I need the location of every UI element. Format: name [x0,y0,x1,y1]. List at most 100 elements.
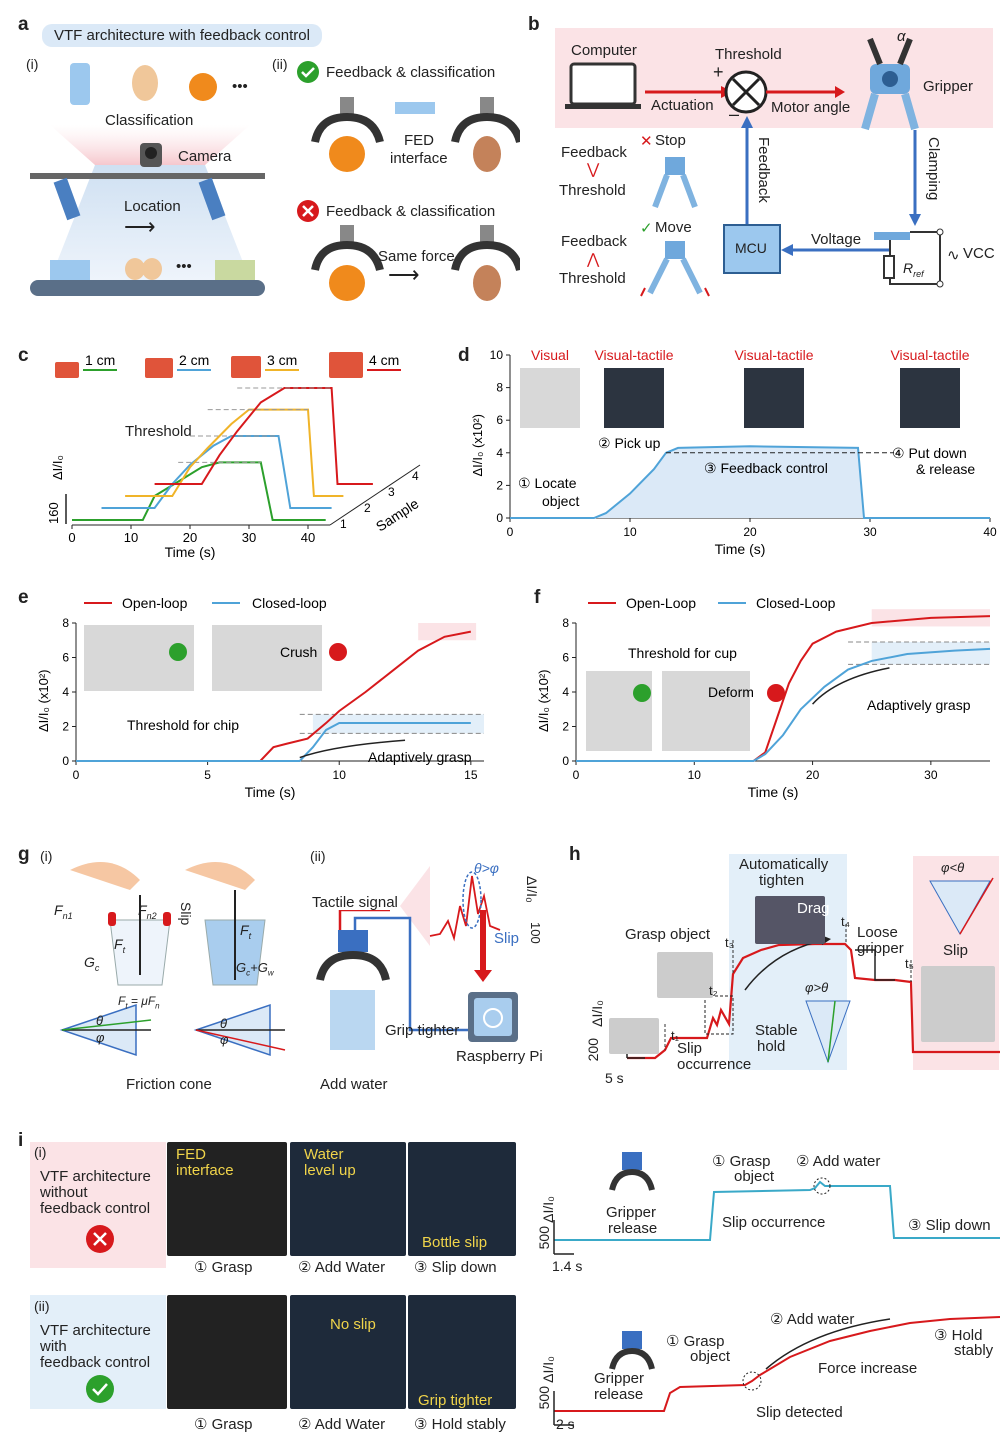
stop-cross-icon: ✕ [640,133,653,150]
x-tick-label: 5 [204,768,211,782]
slip-label-h: Slip [943,942,969,959]
gcgw-sub2: w [267,968,274,978]
camera-icon [145,147,157,159]
y-tick-label: 0 [62,754,69,768]
photo-i-3 [408,1142,516,1256]
computer-label: Computer [571,42,637,59]
size-label: 3 cm [267,352,297,368]
fb-ok-label: Feedback & classification [326,64,496,81]
left-ii-1: with [40,1338,67,1355]
start-photo [609,1018,659,1054]
top-gripper: Gripper [606,1204,657,1221]
x-tick-label: 0 [507,525,514,539]
no-slip-label: No slip [330,1316,376,1333]
location-label: Location [124,198,181,215]
crush-label: Crush [280,644,317,660]
same-force-arrow: ⟶ [388,262,420,287]
gc-main: G [84,954,95,970]
top-slip-down: ③ Slip down [908,1217,991,1234]
actuation-label: Actuation [651,97,714,114]
legend-label: Closed-loop [252,595,327,611]
x-tick-label: 30 [924,768,938,782]
top-slip-occ: Slip occurrence [722,1214,826,1231]
ft2-sub: t [248,930,252,941]
x-tick-label: 20 [743,525,757,539]
feq-main: F [118,994,126,1008]
panel-b: b Computer Threshold + – Actuation Motor… [525,0,1000,310]
slip-occ-label: Slip [677,1040,703,1057]
bottle-icon [70,63,90,105]
auto2-label: tighten [759,872,805,889]
laptop-icon [565,62,641,109]
x-tick-label: 10 [124,530,138,545]
y-tick-label: 6 [496,413,503,427]
x-axis-label: Time (s) [715,541,766,557]
plot-i-bottom [553,1316,1000,1426]
size-label: 1 cm [85,352,115,368]
threshold-label: Threshold for chip [127,717,239,733]
y-axis-label: ΔI/I₀ (x10²) [470,414,485,476]
adaptive-label: Adaptively grasp [867,697,971,713]
bot-scale: 500 [536,1386,552,1410]
stable-label: Stable [755,1022,798,1039]
grip-tighter-label: Grip tighter [418,1392,493,1409]
x-tick-label: 0 [573,768,580,782]
deform-label: Deform [708,684,754,700]
panel-title: VTF architecture with feedback control [42,24,322,47]
ellipsis-top: ••• [232,78,248,95]
x-axis-label: Time (s) [748,784,799,800]
clamping-vertical: Clamping [925,137,942,201]
adaptive-arrow [812,667,890,705]
loose2-label: gripper [857,940,904,957]
bot-grasp2: object [690,1348,731,1365]
size-label: 4 cm [369,352,399,368]
adaptive-arrow [299,739,406,759]
theta-label-1: θ [96,1013,104,1028]
gc-sub: c [94,962,100,973]
cube-icon [145,358,173,378]
auto-label: Automatically [739,856,829,873]
step1: ① Locate [518,475,577,491]
move-check-icon: ✓ [640,220,653,237]
check-icon [297,61,319,83]
left-i-1: without [40,1184,88,1201]
x-tick-label: 20 [183,530,197,545]
panel-i: i (i) VTF architecture without feedback … [0,1130,1000,1437]
photo-i-1 [167,1142,287,1256]
voltage-arrow [781,244,891,256]
x-axis-label: Time (s) [165,544,216,560]
lt-icon: ⋀ [587,251,600,268]
water-level-label: Water [304,1146,344,1163]
comparator-icon [645,70,845,114]
slip2-label: Slip [494,930,520,947]
cross-icon [297,200,319,222]
y-tick-label: 2 [562,720,569,734]
y-axis-label: ΔI/I₀ (x10²) [536,670,551,732]
camera-label: Camera [178,148,232,165]
crush-zone [418,623,477,641]
panel-label: b [528,14,540,35]
ft-label-1: Ft [114,936,125,955]
tag-label: Visual [531,347,569,363]
feq-sub: t [125,1001,128,1011]
time-h: 5 s [605,1070,624,1086]
series-line-1 [101,435,332,509]
top-release: release [608,1220,658,1237]
raspberry-pi-icon [468,992,518,1042]
fed-label: FED [404,132,434,149]
friction-cone-label: Friction cone [126,1076,212,1093]
sub-i: (i) [26,56,39,72]
gcgw-sub: c [246,968,251,978]
panel-label: e [18,587,29,608]
interface-label: interface [390,150,448,167]
mcu-box [723,224,781,274]
sub-ii: (ii) [310,848,326,864]
ft-label-2: Ft [240,922,251,941]
y-axis-label: ΔI/I₀ [50,455,65,480]
x-tick-label: 10 [688,768,702,782]
legend-label: Open-Loop [626,595,696,611]
legend-label: Closed-Loop [756,595,836,611]
